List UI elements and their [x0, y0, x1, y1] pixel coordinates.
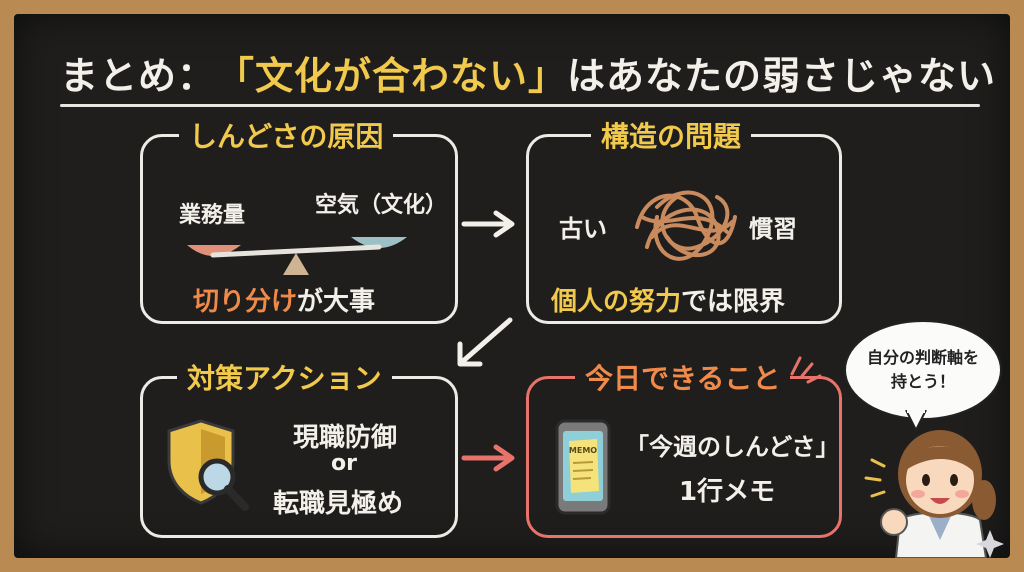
cause-caption-highlight: 切り分け — [193, 287, 298, 317]
culture-label: 空気（文化） — [315, 193, 448, 218]
cause-box-title: しんどさの原因 — [179, 115, 394, 155]
title-suffix: はあなたの弱さじゃない — [567, 53, 997, 98]
title-underline — [60, 104, 980, 107]
structure-box-title: 構造の問題 — [591, 115, 752, 155]
title-prefix: まとめ： — [60, 53, 217, 98]
action-line-1: 現職防御 — [293, 423, 398, 453]
tangled-knot-icon — [635, 190, 737, 261]
memo-icon-text: MEMO — [569, 446, 597, 455]
action-box-title: 対策アクション — [177, 357, 392, 397]
arrow-right-icon — [461, 210, 515, 238]
speech-bubble: 自分の判断軸を 持とう！ — [844, 320, 1002, 420]
structure-box: 構造の問題 古い 慣習 個人の努力では限界 — [526, 115, 842, 324]
chalkboard: まとめ：「文化が合わない」はあなたの弱さじゃない しんどさの原因 業務量 空気（… — [14, 14, 1010, 558]
doctor-character — [864, 430, 1004, 558]
cause-caption-rest: が大事 — [297, 287, 376, 317]
old-label: 古い — [559, 215, 607, 243]
spark-lines-icon — [790, 356, 822, 384]
title-highlight: 「文化が合わない」 — [216, 53, 568, 98]
today-box: 今日できること MEMO 「今週のしんどさ」 1行メモ — [526, 357, 842, 538]
today-line-1: 「今週のしんどさ」 — [625, 433, 840, 461]
shield-magnifier-icon — [167, 419, 249, 511]
cause-caption: 切り分けが大事 — [193, 281, 375, 318]
bubble-line-2: 持とう！ — [890, 372, 955, 391]
today-box-title: 今日できること — [575, 357, 791, 397]
balance-scale-icon — [187, 237, 407, 275]
bubble-line-1: 自分の判断軸を — [866, 348, 979, 367]
today-line-2: 1行メモ — [679, 477, 776, 507]
structure-caption: 個人の努力では限界 — [551, 281, 785, 318]
arrow-down-left-icon — [457, 317, 513, 367]
custom-label: 慣習 — [749, 215, 797, 243]
page-title: まとめ：「文化が合わない」はあなたの弱さじゃない — [60, 44, 995, 100]
structure-caption-highlight: 個人の努力 — [551, 287, 682, 317]
action-line-3: 転職見極め — [273, 489, 404, 519]
action-box: 対策アクション 現職防御 or 転職見極め — [140, 357, 458, 538]
arrow-right-red-icon — [461, 444, 515, 472]
workload-label: 業務量 — [179, 203, 246, 228]
action-line-2: or — [331, 451, 357, 476]
cause-box: しんどさの原因 業務量 空気（文化） 切り分けが大事 — [140, 115, 458, 324]
structure-caption-rest: では限界 — [681, 287, 786, 317]
memo-phone-icon: MEMO — [555, 419, 611, 515]
bubble-tail — [905, 410, 927, 432]
